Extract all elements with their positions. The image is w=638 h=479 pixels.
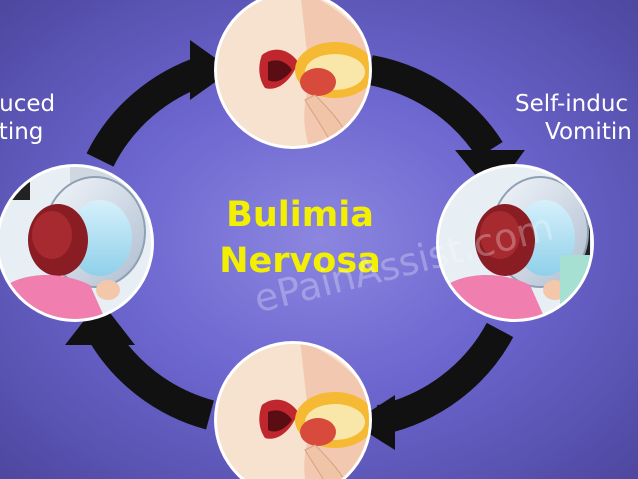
right-label: Self-induc Vomitin — [515, 90, 632, 146]
vomiting-person-icon — [436, 164, 594, 322]
title-line2: Nervosa — [219, 241, 381, 281]
arrowhead-bottom-icon — [352, 395, 395, 450]
right-label-line1: Self-induc — [515, 91, 629, 117]
arc-bottom-right — [376, 322, 514, 435]
left-label-line2: miting — [0, 119, 44, 145]
title-line1: Bulimia — [226, 195, 374, 235]
arrowhead-left-icon — [65, 300, 135, 345]
arrowhead-top-icon — [190, 40, 232, 100]
left-label-line1: nduced — [0, 91, 56, 117]
vomiting-person-icon — [0, 164, 154, 322]
arc-top-left — [86, 55, 210, 167]
cycle-ring — [86, 55, 514, 435]
left-label: nduced miting — [0, 90, 55, 146]
arc-top-right — [367, 55, 503, 159]
binge-eating-mouth-icon — [214, 341, 372, 479]
diagram-title: Bulimia Nervosa — [205, 192, 395, 284]
binge-eating-mouth-icon — [214, 0, 372, 149]
right-label-line2: Vomitin — [545, 119, 632, 145]
